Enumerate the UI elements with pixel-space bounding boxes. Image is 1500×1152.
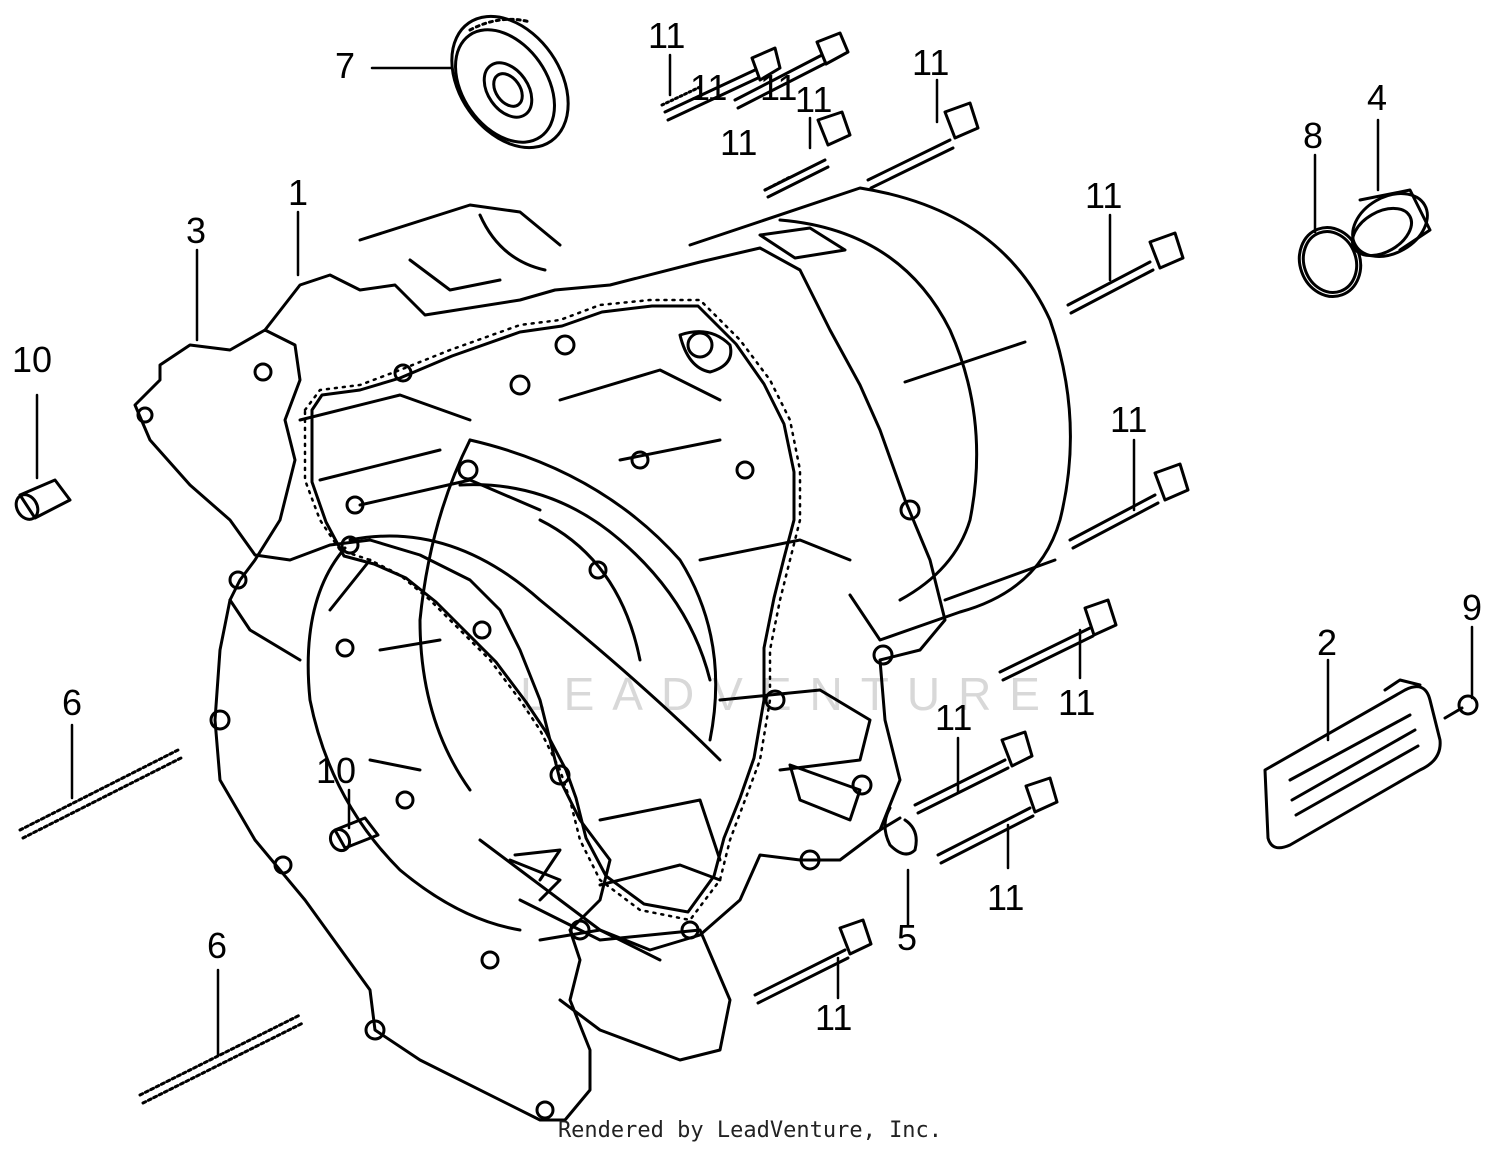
callout-6-b: 6 [207, 925, 227, 966]
callout-11-a: 11 [648, 15, 685, 56]
callout-11-f: 11 [1110, 399, 1147, 440]
callout-7: 7 [335, 45, 355, 86]
crankcase-cover-housing [298, 186, 1072, 1062]
callout-4: 4 [1367, 77, 1387, 118]
callout-11-c: 11 [720, 122, 757, 163]
cover-plate [1263, 678, 1442, 850]
screw [1443, 694, 1479, 720]
callout-11-h: 11 [935, 697, 972, 738]
callout-9: 9 [1462, 587, 1482, 628]
dowel-pin-a [14, 478, 72, 521]
crankcase-cover [263, 246, 947, 952]
stud-b [138, 1013, 305, 1105]
bolt [913, 730, 1034, 815]
cap-assembly [1351, 188, 1432, 258]
bolt [1066, 231, 1185, 315]
cover-opening [306, 483, 722, 932]
callout-11-k: 11 [690, 67, 727, 108]
bolt [998, 598, 1118, 682]
oil-seal [450, 14, 570, 150]
bolt [753, 918, 873, 1005]
clamp [878, 806, 918, 856]
callout-2: 2 [1317, 622, 1337, 663]
bolt [733, 31, 850, 110]
callout-11-j: 11 [815, 997, 852, 1038]
callout-11-b: 11 [795, 79, 832, 120]
callout-11-l: 11 [760, 67, 797, 108]
callout-3: 3 [186, 210, 206, 251]
bolt [660, 46, 782, 122]
callout-labels: 7 1 3 10 10 6 6 5 2 9 8 4 11 11 11 11 11… [12, 15, 1482, 1038]
callout-11-i: 11 [987, 877, 1024, 918]
callout-11-d: 11 [912, 42, 949, 83]
leader-lines [35, 53, 1474, 1057]
callout-1: 1 [288, 172, 308, 213]
callout-11-g: 11 [1058, 682, 1095, 723]
callout-8: 8 [1303, 115, 1323, 156]
cover-gasket [133, 298, 802, 1122]
bolt [763, 110, 852, 199]
footer-credit: Rendered by LeadVenture, Inc. [557, 1118, 943, 1143]
o-ring [1297, 226, 1363, 298]
callout-10-b: 10 [316, 750, 356, 791]
dowel-pin-b [328, 816, 380, 853]
callout-11-e: 11 [1085, 175, 1122, 216]
stud-a [18, 748, 183, 840]
callout-10-a: 10 [12, 339, 52, 380]
bolt [866, 101, 980, 190]
bolt [936, 776, 1059, 865]
callout-6-a: 6 [62, 682, 82, 723]
callout-5: 5 [897, 917, 917, 958]
bolt [1068, 462, 1190, 550]
